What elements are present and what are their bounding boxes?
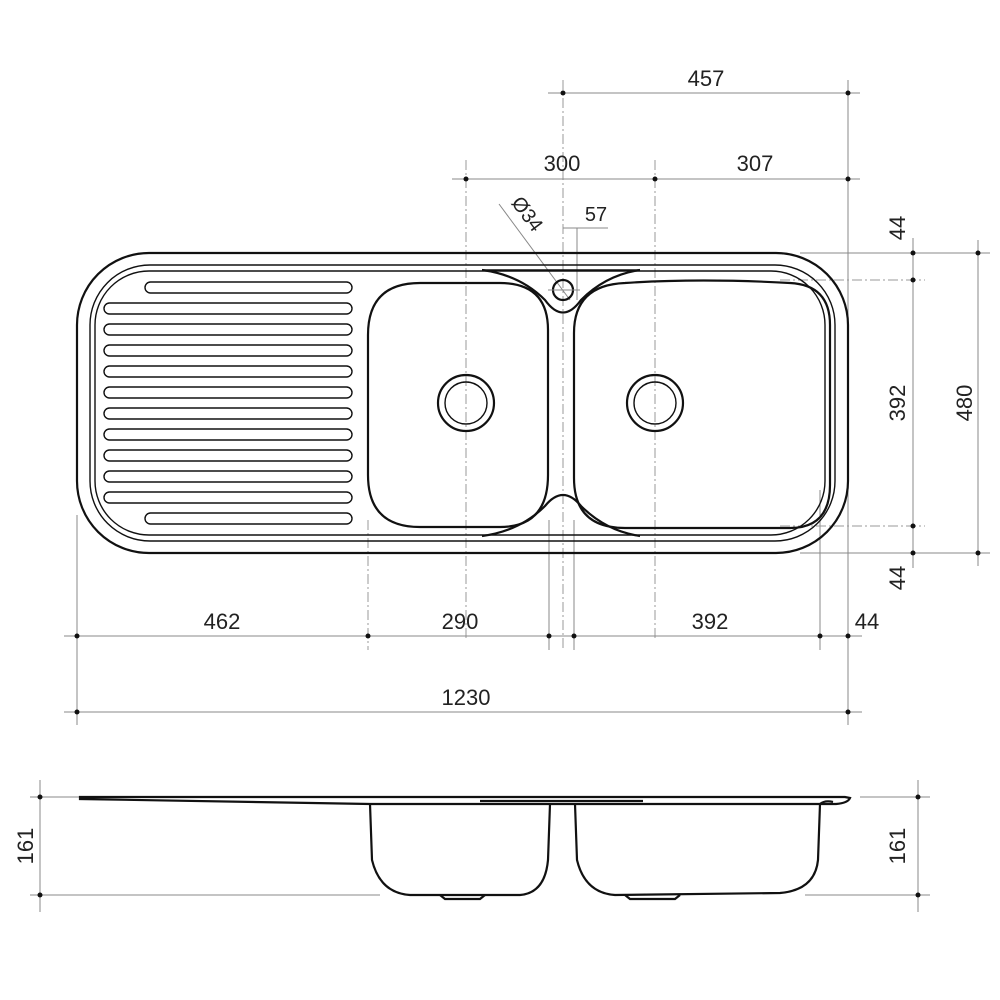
- dim-457: 457: [688, 66, 725, 91]
- dim-1230: 1230: [442, 685, 491, 710]
- drain-left: [436, 373, 496, 433]
- left-bowl: [366, 281, 550, 529]
- drain-right: [625, 373, 685, 433]
- dim-392-horizontal: 392: [692, 609, 729, 634]
- dim-44-right: 44: [855, 609, 879, 634]
- dim-480: 480: [952, 385, 977, 422]
- dim-44-bottom: 44: [885, 566, 910, 590]
- sink-elevation-view: [30, 780, 930, 912]
- dim-307: 307: [737, 151, 774, 176]
- dim-161-right: 161: [885, 828, 910, 865]
- dim-44-top: 44: [885, 216, 910, 240]
- dim-tap-diameter: Ø34: [507, 193, 547, 236]
- drainer-grooves: [103, 281, 353, 525]
- dimension-lines: [64, 90, 981, 715]
- dim-161-left: 161: [13, 828, 38, 865]
- right-bowl: [572, 279, 832, 530]
- dim-290: 290: [442, 609, 479, 634]
- dim-57: 57: [585, 204, 607, 226]
- dim-300: 300: [544, 151, 581, 176]
- dim-392-vertical: 392: [885, 385, 910, 422]
- sink-plan-view: [75, 251, 850, 555]
- dim-462: 462: [204, 609, 241, 634]
- dimension-labels: 457 300 307 Ø34 57 44 392 44 480 462 290…: [13, 66, 977, 864]
